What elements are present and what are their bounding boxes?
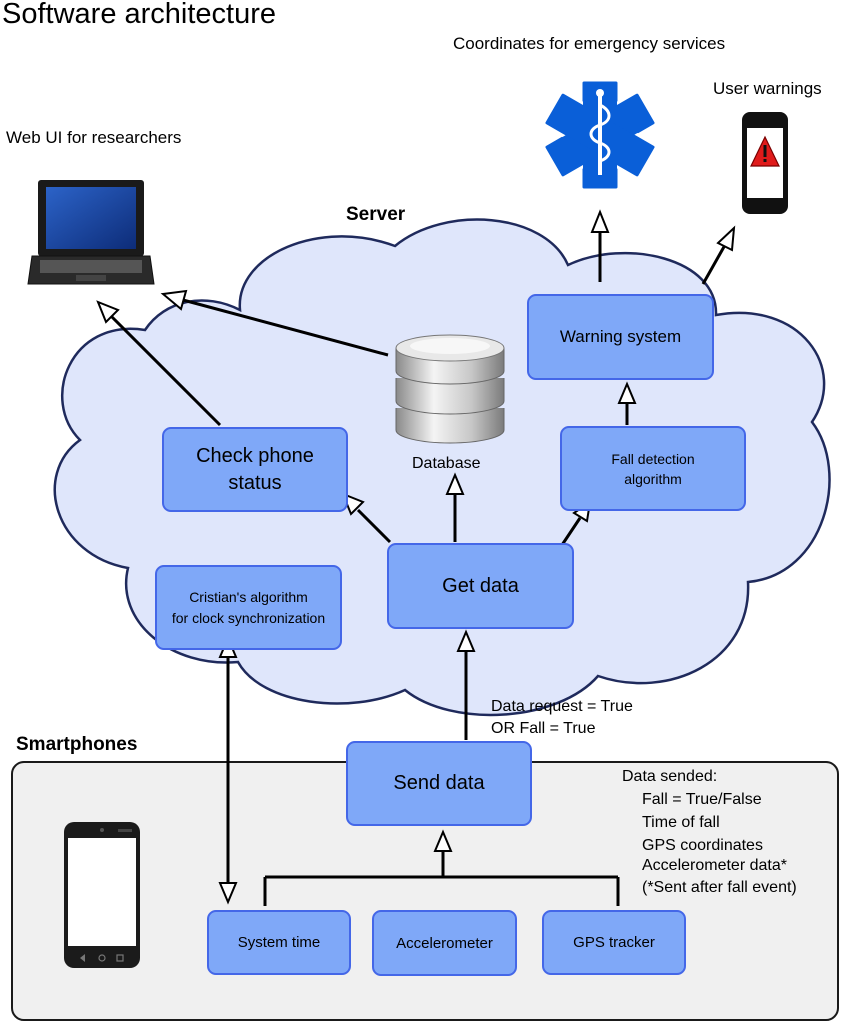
arrow-send-to-getdata bbox=[456, 629, 476, 740]
web-ui-label: Web UI for researchers bbox=[6, 128, 182, 147]
arrow-database-to-webui bbox=[160, 289, 389, 357]
database-label: Database bbox=[412, 455, 481, 472]
accelerometer-label: Accelerometer bbox=[396, 934, 493, 952]
diagram-title: Software architecture bbox=[2, 0, 277, 30]
get-data-box: Get data bbox=[387, 543, 574, 629]
cristian-label-2: for clock synchronization bbox=[171, 609, 326, 626]
arrow-warning-to-emergency bbox=[590, 209, 610, 282]
data-sended-heading: Data sended: bbox=[622, 768, 718, 785]
data-sended-item: GPS coordinates bbox=[642, 837, 763, 854]
arrow-sensors-to-send bbox=[263, 829, 620, 906]
smartphones-label: Smartphones bbox=[16, 734, 138, 755]
system-time-box: System time bbox=[207, 910, 351, 975]
accelerometer-box: Accelerometer bbox=[372, 910, 517, 976]
check-phone-status-box: Check phone status bbox=[162, 427, 348, 512]
server-label: Server bbox=[346, 204, 406, 225]
fall-detection-label-2: algorithm bbox=[624, 470, 682, 487]
system-time-label: System time bbox=[237, 934, 321, 951]
laptop-icon bbox=[27, 180, 155, 285]
send-data-label: Send data bbox=[393, 772, 485, 794]
arrow-fall-to-warning bbox=[617, 381, 637, 425]
user-warnings-label: User warnings bbox=[713, 79, 822, 98]
arrow-warning-to-user bbox=[701, 225, 736, 285]
smartphone-icon bbox=[64, 822, 140, 968]
check-phone-label-2: status bbox=[228, 471, 282, 494]
cristian-label-1: Cristian's algorithm bbox=[189, 588, 308, 605]
cristian-algorithm-box: Cristian's algorithm for clock synchroni… bbox=[155, 565, 342, 650]
star-of-life-icon bbox=[542, 78, 658, 192]
condition-line-1: Data request = True bbox=[491, 698, 633, 715]
warning-phone-icon bbox=[742, 112, 788, 214]
gps-tracker-box: GPS tracker bbox=[542, 910, 686, 975]
fall-detection-label-1: Fall detection bbox=[611, 450, 695, 467]
data-sended-item: Fall = True/False bbox=[642, 791, 762, 808]
arrow-check-phone-to-webui bbox=[96, 300, 222, 427]
emergency-label: Coordinates for emergency services bbox=[453, 34, 726, 53]
database-icon bbox=[395, 334, 505, 444]
check-phone-label-1: Check phone bbox=[196, 444, 314, 467]
gps-tracker-label: GPS tracker bbox=[573, 934, 655, 951]
warning-system-label: Warning system bbox=[559, 327, 682, 346]
data-sended-item: (*Sent after fall event) bbox=[642, 879, 797, 896]
data-sended-item: Time of fall bbox=[642, 814, 720, 831]
send-data-box: Send data bbox=[346, 741, 532, 826]
arrow-getdata-to-database bbox=[445, 472, 465, 542]
get-data-label: Get data bbox=[442, 574, 519, 597]
fall-detection-box: Fall detection algorithm bbox=[560, 426, 746, 511]
condition-line-2: OR Fall = True bbox=[491, 720, 596, 737]
warning-system-box: Warning system bbox=[527, 294, 714, 380]
data-sended-item: Accelerometer data* bbox=[642, 857, 787, 874]
